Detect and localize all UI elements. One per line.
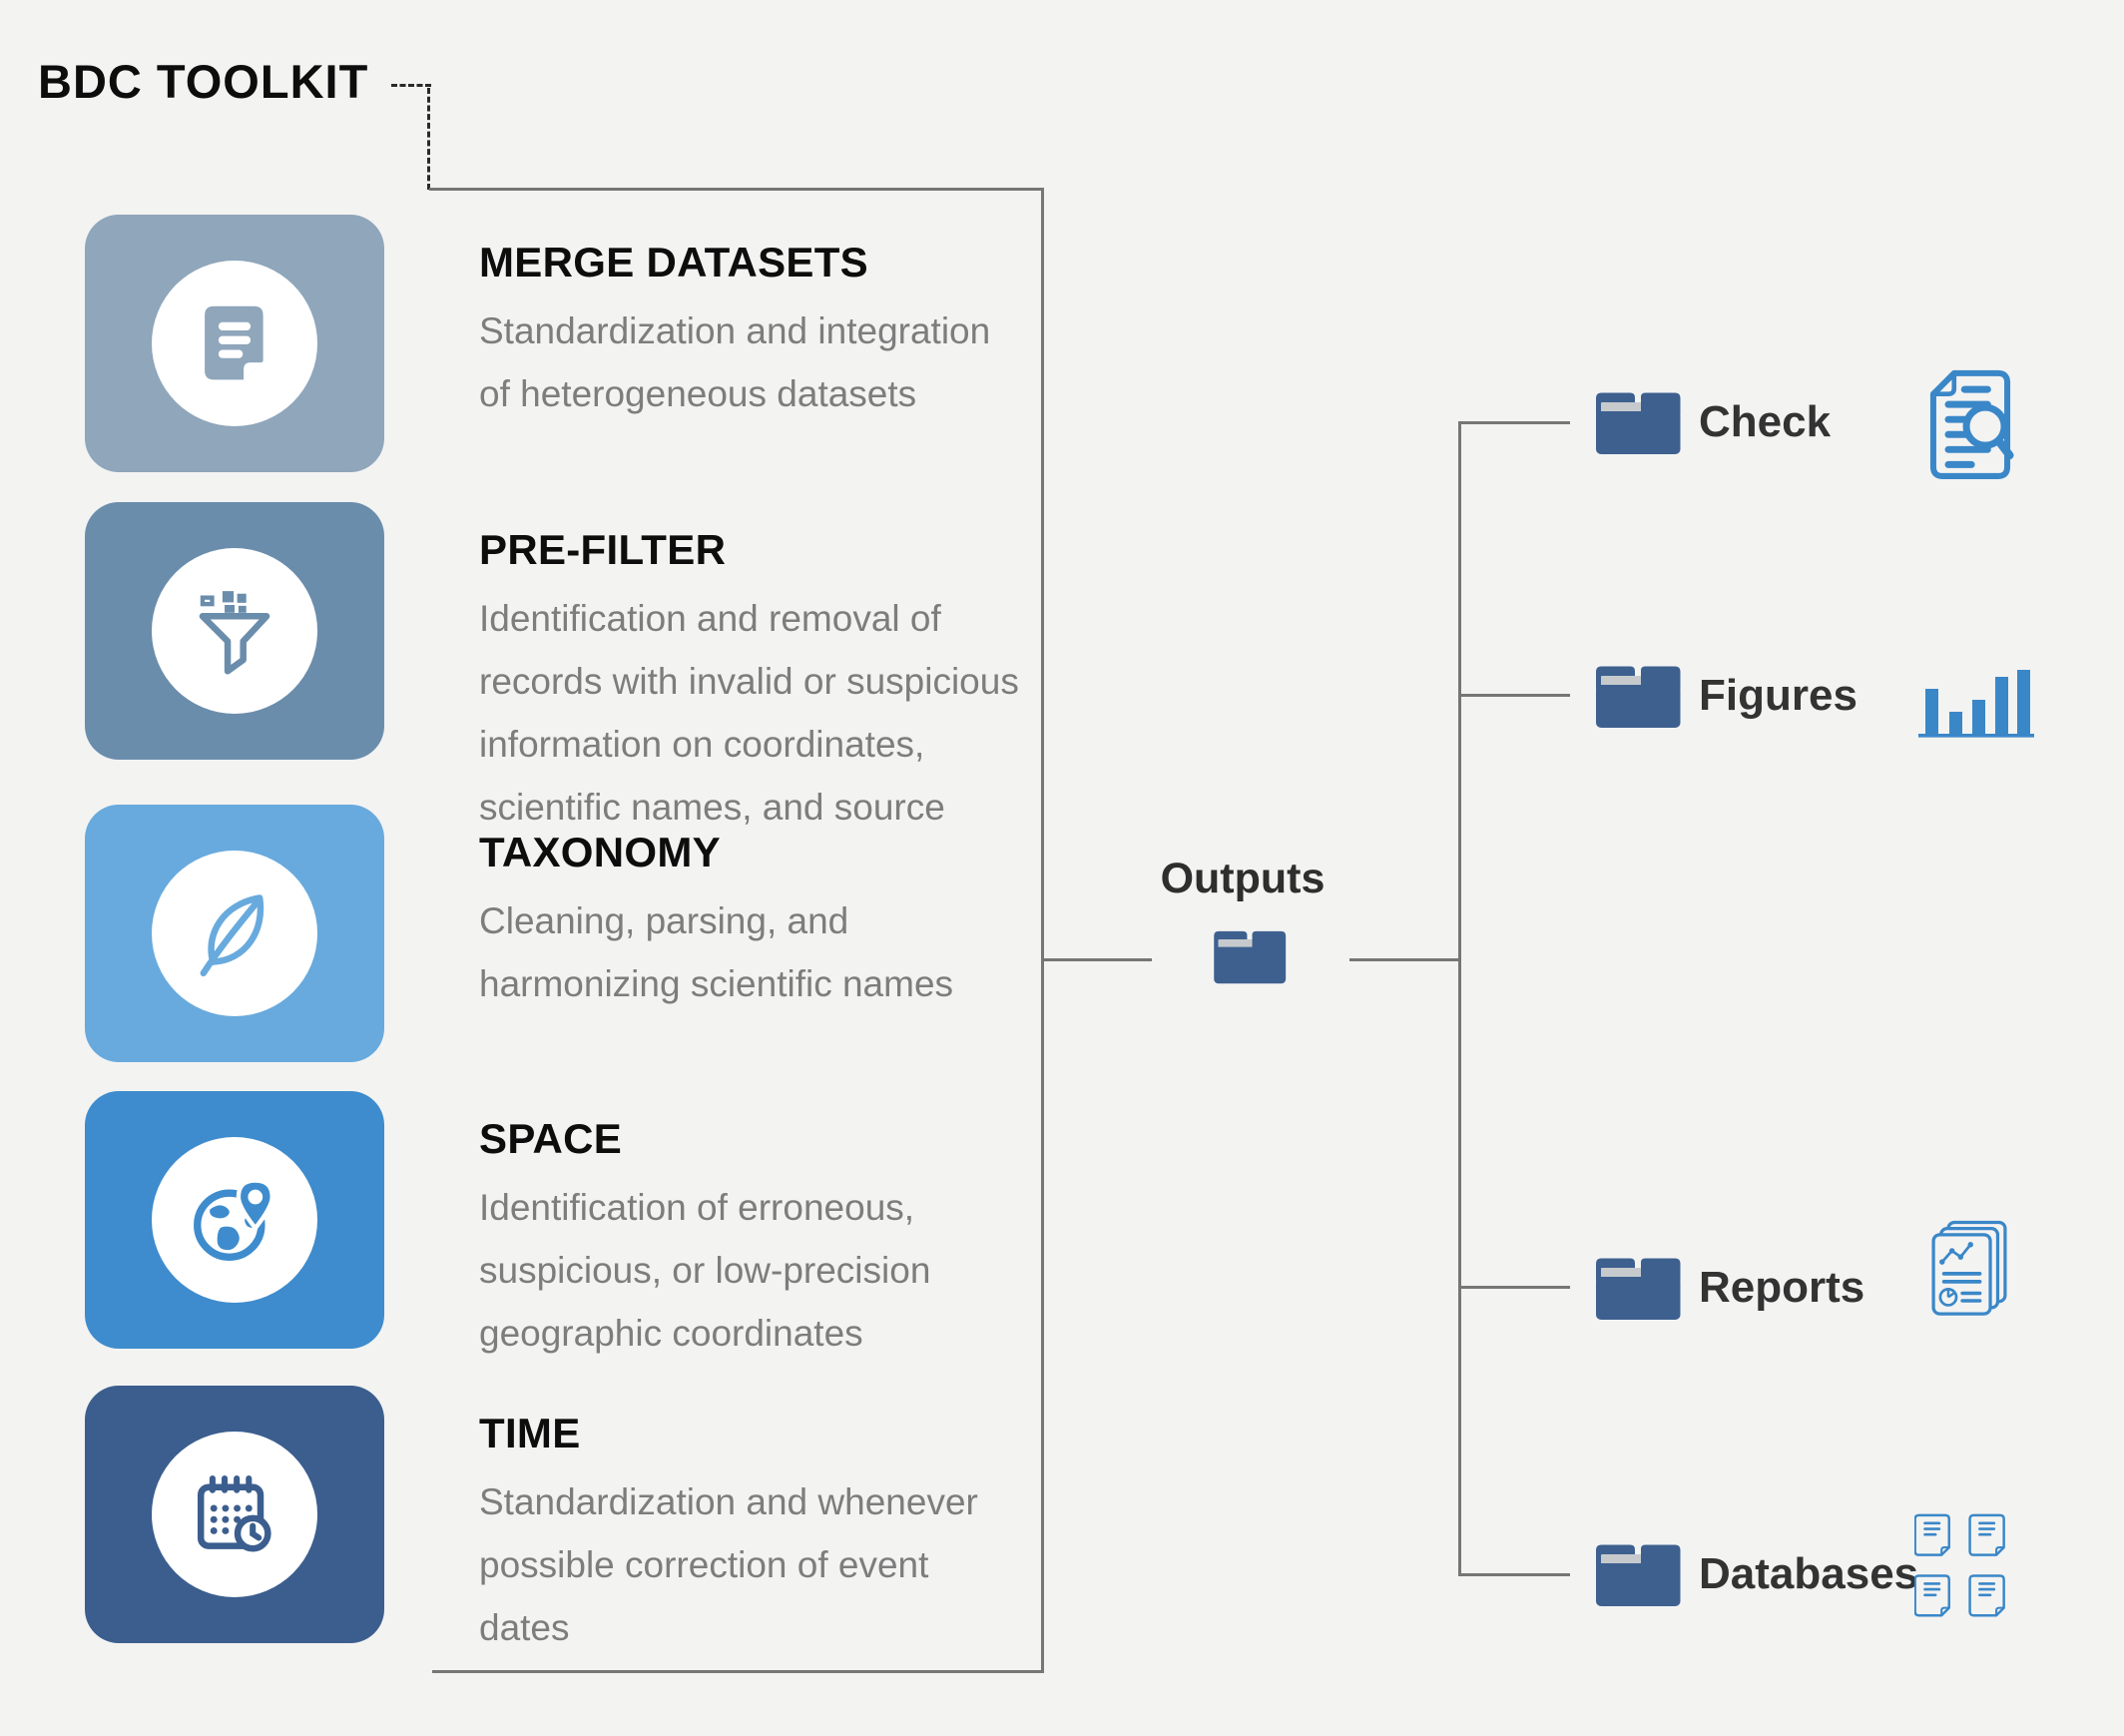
- branch-trunk: [1458, 421, 1461, 1576]
- module-tile-pre-filter: [85, 502, 384, 760]
- folder-icon: [1596, 1544, 1681, 1606]
- output-folder-check: Check: [1591, 385, 1831, 459]
- leaf-icon: [152, 851, 317, 1016]
- report-pages-icon: [1928, 1220, 2010, 1329]
- folder-label: Reports: [1699, 1263, 1865, 1312]
- folder-label: Check: [1699, 397, 1832, 446]
- output-folder-figures: Figures: [1591, 659, 1858, 733]
- branch-check: [1458, 421, 1570, 424]
- module-title: TAXONOMY: [479, 829, 721, 875]
- module-description: Cleaning, parsing, and harmonizing scien…: [479, 900, 954, 1004]
- folder-label: Databases: [1699, 1549, 1919, 1598]
- bracket-bottom-line: [432, 1670, 1044, 1673]
- output-folder-databases: Databases: [1591, 1537, 1918, 1611]
- document-magnifier-icon: [1926, 367, 2014, 488]
- bar-chart-icon: [1918, 667, 2034, 748]
- module-title: PRE-FILTER: [479, 526, 727, 573]
- module-title: SPACE: [479, 1115, 623, 1162]
- branch-databases: [1458, 1573, 1570, 1576]
- module-description: Identification and removal of records wi…: [479, 598, 1019, 828]
- module-title: TIME: [479, 1410, 581, 1456]
- folder-icon: [1596, 666, 1681, 728]
- connector-box-to-outputs: [1044, 958, 1152, 961]
- calendar-clock-icon: [152, 1432, 317, 1597]
- module-description: Standardization and integration of heter…: [479, 310, 991, 414]
- module-description: Standardization and whenever possible co…: [479, 1481, 978, 1648]
- document-icon: [152, 261, 317, 426]
- folder-label: Figures: [1699, 671, 1858, 720]
- funnel-icon: [152, 548, 317, 714]
- folder-icon: [1596, 392, 1681, 454]
- globe-pin-icon: [152, 1137, 317, 1303]
- module-title: MERGE DATASETS: [479, 239, 868, 286]
- folder-icon: [1596, 1258, 1681, 1320]
- dashed-connector-vertical: [427, 88, 430, 190]
- module-tile-space: [85, 1091, 384, 1349]
- connector-outputs-to-trunk: [1349, 958, 1459, 961]
- module-description: Identification of erroneous, suspicious,…: [479, 1187, 931, 1354]
- output-folder-reports: Reports: [1591, 1251, 1864, 1325]
- bracket-top-line: [429, 188, 1044, 191]
- page-title: BDC TOOLKIT: [38, 55, 369, 108]
- branch-figures: [1458, 694, 1570, 697]
- bracket-right-line: [1041, 188, 1044, 1673]
- outputs-label: Outputs: [1160, 855, 1326, 902]
- module-tile-time: [85, 1386, 384, 1643]
- documents-grid-icon: [1913, 1513, 2010, 1624]
- folder-icon: [1210, 924, 1290, 993]
- dashed-connector-horizontal: [391, 84, 431, 87]
- module-tile-taxonomy: [85, 805, 384, 1062]
- branch-reports: [1458, 1286, 1570, 1289]
- module-tile-merge-datasets: [85, 215, 384, 472]
